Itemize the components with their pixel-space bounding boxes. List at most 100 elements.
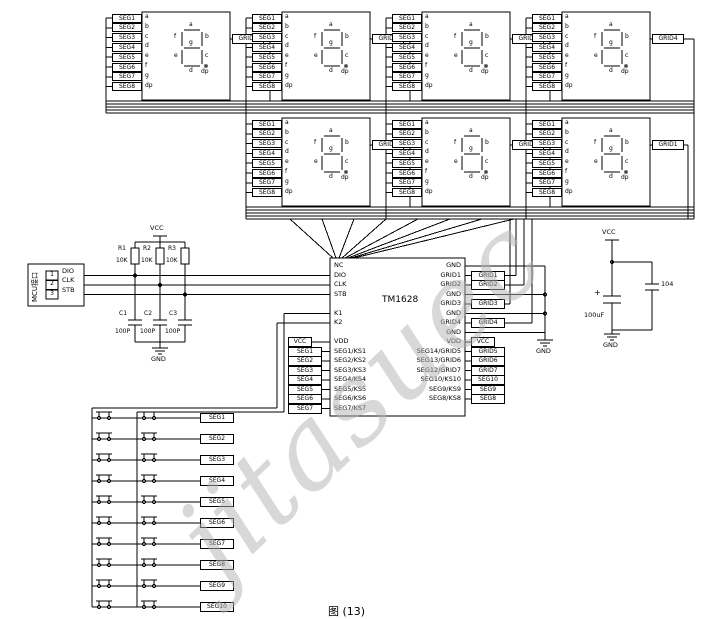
fan-wire bbox=[338, 218, 355, 259]
module-pin-letter: b bbox=[285, 128, 289, 136]
resistor-name: R2 bbox=[143, 245, 151, 252]
chip-pin-right: SEG9/KS9 bbox=[428, 384, 461, 393]
chip-box bbox=[329, 257, 466, 417]
module-pin-letter: d bbox=[425, 148, 429, 156]
resistor-value: 10K bbox=[166, 257, 178, 264]
module-pin-letter: b bbox=[565, 128, 569, 136]
chip-pin-right: SEG13/GRID6 bbox=[416, 356, 461, 364]
seg-net-label: SEG1 bbox=[288, 346, 322, 357]
module-pin-letter: a bbox=[565, 13, 569, 20]
fan-wire bbox=[321, 218, 337, 259]
digit-letter-b: b bbox=[485, 139, 489, 146]
module-pin-letter: c bbox=[425, 32, 429, 40]
gnd-label: GND bbox=[603, 341, 618, 349]
button-terminal bbox=[141, 541, 147, 547]
digit-letter-f: f bbox=[174, 33, 177, 40]
junction-dot bbox=[543, 292, 547, 297]
button-terminal bbox=[141, 436, 147, 442]
seg-net-label: SEG4 bbox=[532, 148, 562, 158]
module-pin-letter: d bbox=[285, 148, 289, 156]
button-terminal bbox=[151, 457, 157, 463]
button-terminal bbox=[96, 415, 102, 421]
chip-pin-right: GND bbox=[446, 261, 461, 269]
button-terminal bbox=[106, 457, 112, 463]
digit-letter-g: g bbox=[469, 145, 473, 152]
module-pin-letter: f bbox=[565, 168, 568, 175]
module-pin-letter: e bbox=[425, 158, 429, 166]
module-pin-letter: g bbox=[425, 71, 429, 79]
seg-dp-dot bbox=[624, 170, 628, 174]
digit-letter-f: f bbox=[454, 33, 457, 40]
module-pin-letter: dp bbox=[285, 81, 293, 89]
chip-pin-left: K1 bbox=[334, 308, 343, 317]
button-terminal bbox=[106, 436, 112, 442]
chip-pin-right: VDD bbox=[446, 337, 461, 345]
button-terminal bbox=[96, 478, 102, 484]
vcc-label: VCC bbox=[602, 228, 616, 236]
button-terminal bbox=[151, 604, 157, 610]
module-pin-letter: a bbox=[565, 119, 569, 126]
module-pin-letter: d bbox=[425, 42, 429, 50]
digit-letter-e: e bbox=[454, 52, 458, 59]
chip-pin-right: SEG12/GRID7 bbox=[416, 365, 461, 374]
button-terminal bbox=[141, 457, 147, 463]
button-terminal bbox=[96, 436, 102, 442]
seg-net-label: SEG5 bbox=[392, 52, 422, 62]
resistor-body bbox=[180, 247, 190, 265]
chip-pin-left: SEG4/KS4 bbox=[334, 375, 367, 383]
button-terminal bbox=[106, 520, 112, 526]
seg-net-label: SEG8 bbox=[532, 82, 562, 92]
button-terminal bbox=[96, 604, 102, 610]
digit-letter-dp: dp bbox=[481, 68, 489, 75]
net-label: SEG9 bbox=[471, 384, 505, 395]
button-terminal bbox=[96, 583, 102, 589]
chip-pin-left: SEG2/KS2 bbox=[334, 356, 367, 364]
module-pin-letter: dp bbox=[425, 187, 433, 195]
digit-letter-b: b bbox=[345, 139, 349, 146]
cap-name: C2 bbox=[144, 310, 153, 317]
chip-pin-right: GND bbox=[446, 289, 461, 298]
seg-net-label: SEG5 bbox=[252, 158, 282, 168]
seg-net-label: SEG7 bbox=[112, 72, 142, 82]
seg-net-label: SEG4 bbox=[392, 42, 422, 52]
module-pin-letter: e bbox=[145, 52, 149, 60]
seg-net-label: SEG1 bbox=[392, 13, 422, 23]
module-pin-letter: c bbox=[285, 32, 289, 40]
seg-net-label: SEG7 bbox=[392, 72, 422, 82]
digit-letter-d: d bbox=[469, 173, 473, 180]
seg-net-label: SEG3 bbox=[252, 139, 282, 149]
digit-letter-e: e bbox=[594, 52, 598, 59]
seg-net-label: SEG7 bbox=[532, 72, 562, 82]
module-pin-letter: f bbox=[285, 62, 288, 69]
cap-name: C1 bbox=[119, 310, 128, 317]
key-net-label: SEG9 bbox=[200, 581, 234, 591]
seg-net-label: SEG1 bbox=[252, 119, 282, 129]
digit-letter-b: b bbox=[345, 33, 349, 40]
mcu-pin-number: 2 bbox=[50, 280, 54, 287]
seg-dp-dot bbox=[484, 64, 488, 68]
seg-net-label: SEG5 bbox=[252, 52, 282, 62]
module-pin-letter: b bbox=[145, 22, 149, 30]
module-pin-letter: dp bbox=[285, 187, 293, 195]
chip-pin-right: GRID4 bbox=[440, 318, 461, 326]
module-pin-letter: c bbox=[565, 32, 569, 40]
chip-pin-right: GND bbox=[446, 327, 461, 336]
chip-pin-right: SEG8/KS8 bbox=[428, 394, 461, 402]
resistor-name: R3 bbox=[168, 245, 176, 252]
digit-letter-a: a bbox=[609, 127, 613, 134]
digit-letter-dp: dp bbox=[621, 68, 629, 75]
digit-letter-b: b bbox=[625, 33, 629, 40]
digit-letter-dp: dp bbox=[201, 68, 209, 75]
module-pin-letter: c bbox=[425, 138, 429, 146]
seg-net-label: SEG5 bbox=[288, 384, 322, 395]
button-terminal bbox=[96, 457, 102, 463]
module-pin-letter: g bbox=[285, 177, 289, 185]
chip-pin-right: GRID2 bbox=[440, 280, 461, 288]
seg-net-label: SEG3 bbox=[112, 33, 142, 43]
grid-net-label: GRID1 bbox=[471, 270, 505, 281]
seg-net-label: SEG7 bbox=[252, 178, 282, 188]
digit-letter-d: d bbox=[609, 67, 613, 74]
seg-net-label: SEG6 bbox=[392, 168, 422, 178]
digit-letter-c: c bbox=[345, 52, 349, 59]
digit-letter-d: d bbox=[609, 173, 613, 180]
